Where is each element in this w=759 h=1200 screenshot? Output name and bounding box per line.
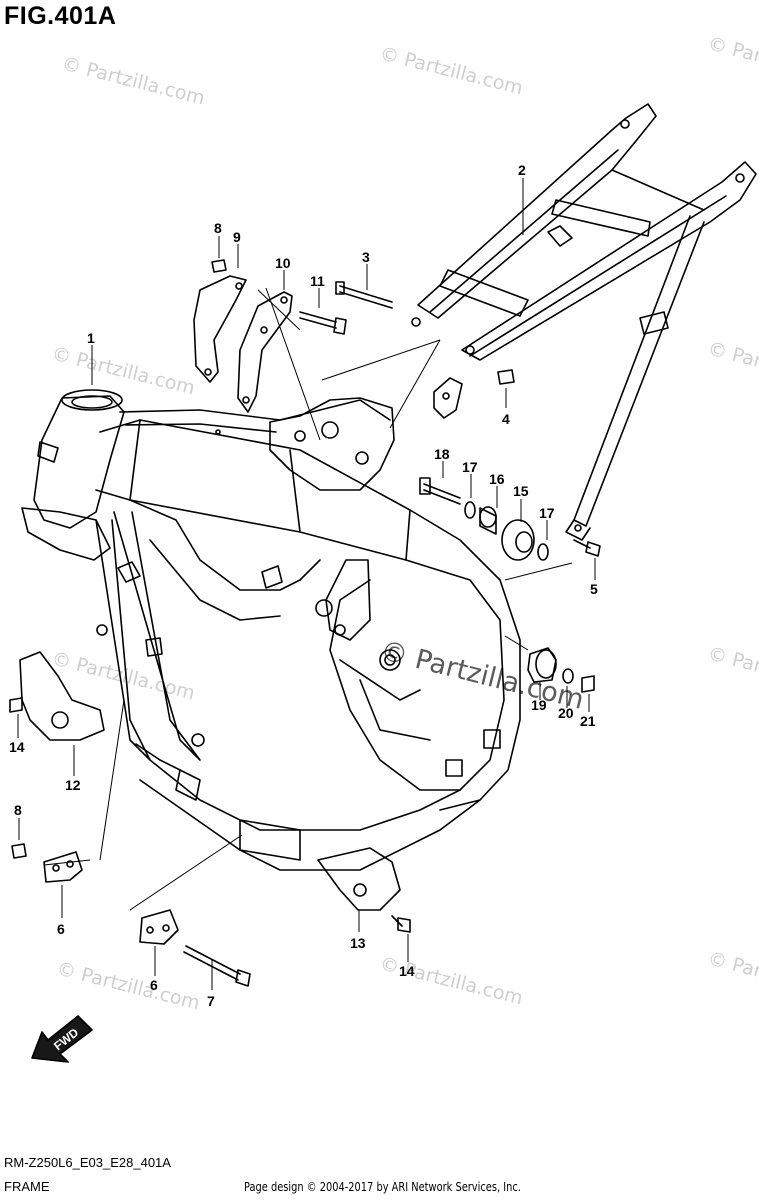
diagram-code: RM-Z250L6_E03_E28_401A xyxy=(4,1155,171,1170)
callout-8b: 8 xyxy=(14,802,22,818)
callout-17a: 17 xyxy=(462,459,478,475)
callout-18: 18 xyxy=(434,446,450,462)
main-frame xyxy=(21,389,521,871)
callout-10: 10 xyxy=(275,255,291,271)
callout-11: 11 xyxy=(310,273,325,289)
rear-subframe xyxy=(411,103,757,541)
callout-4: 4 xyxy=(502,411,510,427)
figure-title: FIG.401A xyxy=(4,2,117,30)
section-label: FRAME xyxy=(4,1179,50,1194)
callout-21: 21 xyxy=(580,713,596,729)
credit-line: Page design © 2004-2017 by ARI Network S… xyxy=(244,1180,521,1194)
callout-14a: 14 xyxy=(9,739,25,755)
fwd-arrow: FWD xyxy=(31,1015,93,1063)
callout-8a: 8 xyxy=(214,220,222,236)
callout-5: 5 xyxy=(590,581,598,597)
callout-7: 7 xyxy=(207,993,215,1009)
callout-6b: 6 xyxy=(150,977,158,993)
callout-12: 12 xyxy=(65,777,81,793)
callout-19: 19 xyxy=(531,697,547,713)
callout-6a: 6 xyxy=(57,921,65,937)
callout-14b: 14 xyxy=(399,963,415,979)
callout-1: 1 xyxy=(87,330,95,346)
callout-9: 9 xyxy=(233,229,241,245)
callouts: 1 2 3 4 5 6 6 7 8 8 9 10 11 12 13 14 14 … xyxy=(9,162,598,1009)
callout-20: 20 xyxy=(558,705,574,721)
callout-3: 3 xyxy=(362,249,370,265)
callout-15: 15 xyxy=(513,483,529,499)
callout-16: 16 xyxy=(489,471,505,487)
callout-17b: 17 xyxy=(539,505,555,521)
callout-2: 2 xyxy=(518,162,526,178)
callout-13: 13 xyxy=(350,935,366,951)
